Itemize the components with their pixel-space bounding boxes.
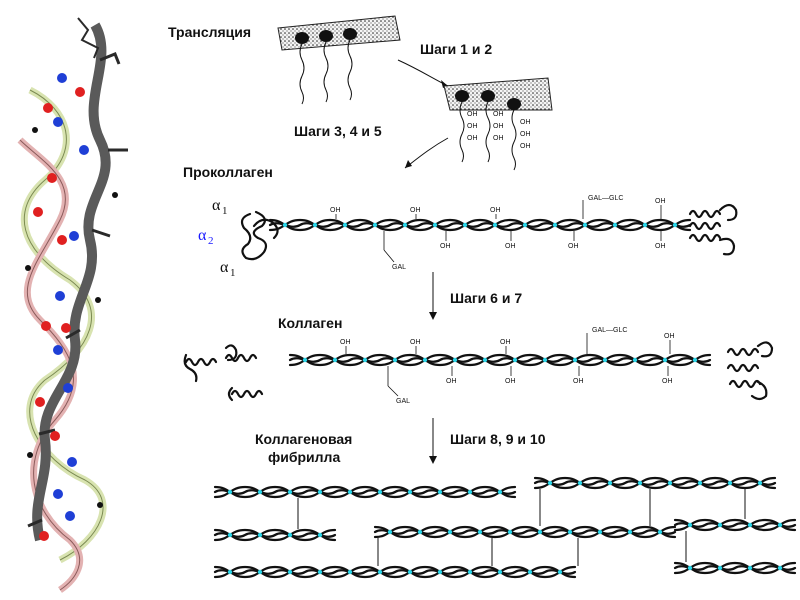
svg-text:1: 1 (230, 267, 236, 279)
svg-text:OH: OH (493, 123, 504, 130)
procollagen-n-propeptide (240, 210, 279, 261)
cleaved-c-propeptide (726, 341, 774, 401)
svg-text:α: α (220, 259, 229, 276)
helix-strand-dark (32, 22, 111, 542)
svg-text:OH: OH (467, 123, 478, 130)
collagen-stage: Коллаген OH (183, 315, 774, 464)
procollagen-triple-helix (268, 218, 692, 232)
svg-text:OH: OH (520, 143, 531, 150)
svg-text:OH: OH (568, 243, 579, 250)
chain-labels: α 1 α 2 α 1 (198, 197, 236, 279)
ribosome-chain-3 (343, 28, 357, 101)
er-membrane (277, 15, 401, 51)
hydroxylated-chains (455, 90, 521, 171)
svg-text:1: 1 (222, 205, 228, 217)
fibril-bundle (213, 476, 797, 579)
svg-text:OH: OH (520, 119, 531, 126)
steps-6-7-label: Шаги 6 и 7 (450, 290, 522, 306)
svg-text:OH: OH (493, 111, 504, 118)
svg-text:OH: OH (410, 207, 421, 214)
hydroxyl-groups-top: OH OH OH OH OH OH OH OH OH (467, 111, 531, 150)
procollagen-c-propeptide (688, 203, 738, 256)
translation-label: Трансляция (168, 24, 251, 40)
procollagen-modifications: OH OH OH OH GAL—GLC OH OH GAL OH OH OH O… (330, 195, 666, 271)
translation-stage: Трансляция Шаги 1 и 2 (168, 15, 553, 171)
svg-text:OH: OH (655, 243, 666, 250)
svg-text:α: α (212, 197, 221, 214)
svg-text:OH: OH (467, 111, 478, 118)
svg-text:OH: OH (655, 198, 666, 205)
svg-text:OH: OH (467, 135, 478, 142)
procollagen-stage: Проколлаген α 1 α 2 α 1 (183, 164, 738, 320)
svg-text:OH: OH (505, 243, 516, 250)
arrow-steps-1-2 (397, 59, 449, 87)
svg-text:OH: OH (330, 207, 341, 214)
arrow-steps-3-4-5 (404, 137, 449, 169)
steps-3-4-5-label: Шаги 3, 4 и 5 (294, 123, 382, 139)
svg-text:GAL—GLC: GAL—GLC (592, 327, 627, 334)
svg-text:OH: OH (520, 131, 531, 138)
svg-text:OH: OH (493, 135, 504, 142)
svg-text:OH: OH (662, 378, 673, 385)
svg-text:GAL: GAL (396, 398, 410, 405)
ribosome-chain-1 (295, 32, 309, 105)
steps-1-2-label: Шаги 1 и 2 (420, 41, 492, 57)
collagen-fibril-label-line2: фибрилла (268, 449, 340, 465)
svg-text:OH: OH (573, 378, 584, 385)
svg-text:2: 2 (208, 235, 214, 247)
molecular-helix-model (17, 17, 128, 593)
collagen-triple-helix (288, 353, 712, 367)
er-membrane-2 (443, 77, 553, 111)
procollagen-label: Проколлаген (183, 164, 273, 180)
cleaved-n-propeptide (183, 344, 264, 402)
svg-text:OH: OH (446, 378, 457, 385)
svg-text:OH: OH (340, 339, 351, 346)
steps-8-9-10-label: Шаги 8, 9 и 10 (450, 431, 546, 447)
svg-text:OH: OH (440, 243, 451, 250)
svg-text:OH: OH (500, 339, 511, 346)
collagen-fibril-stage: Коллагеновая фибрилла (213, 431, 797, 579)
atom-markers (33, 73, 89, 541)
ribosome-chain-2 (319, 30, 333, 103)
svg-text:OH: OH (505, 378, 516, 385)
svg-text:α: α (198, 227, 207, 244)
collagen-label: Коллаген (278, 315, 342, 331)
collagen-fibril-label-line1: Коллагеновая (255, 431, 352, 447)
svg-text:OH: OH (664, 333, 675, 340)
svg-text:GAL: GAL (392, 264, 406, 271)
svg-text:OH: OH (490, 207, 501, 214)
svg-text:OH: OH (410, 339, 421, 346)
svg-text:GAL—GLC: GAL—GLC (588, 195, 623, 202)
collagen-modifications: OH OH OH OH GAL—GLC GAL OH OH OH OH (340, 327, 675, 405)
